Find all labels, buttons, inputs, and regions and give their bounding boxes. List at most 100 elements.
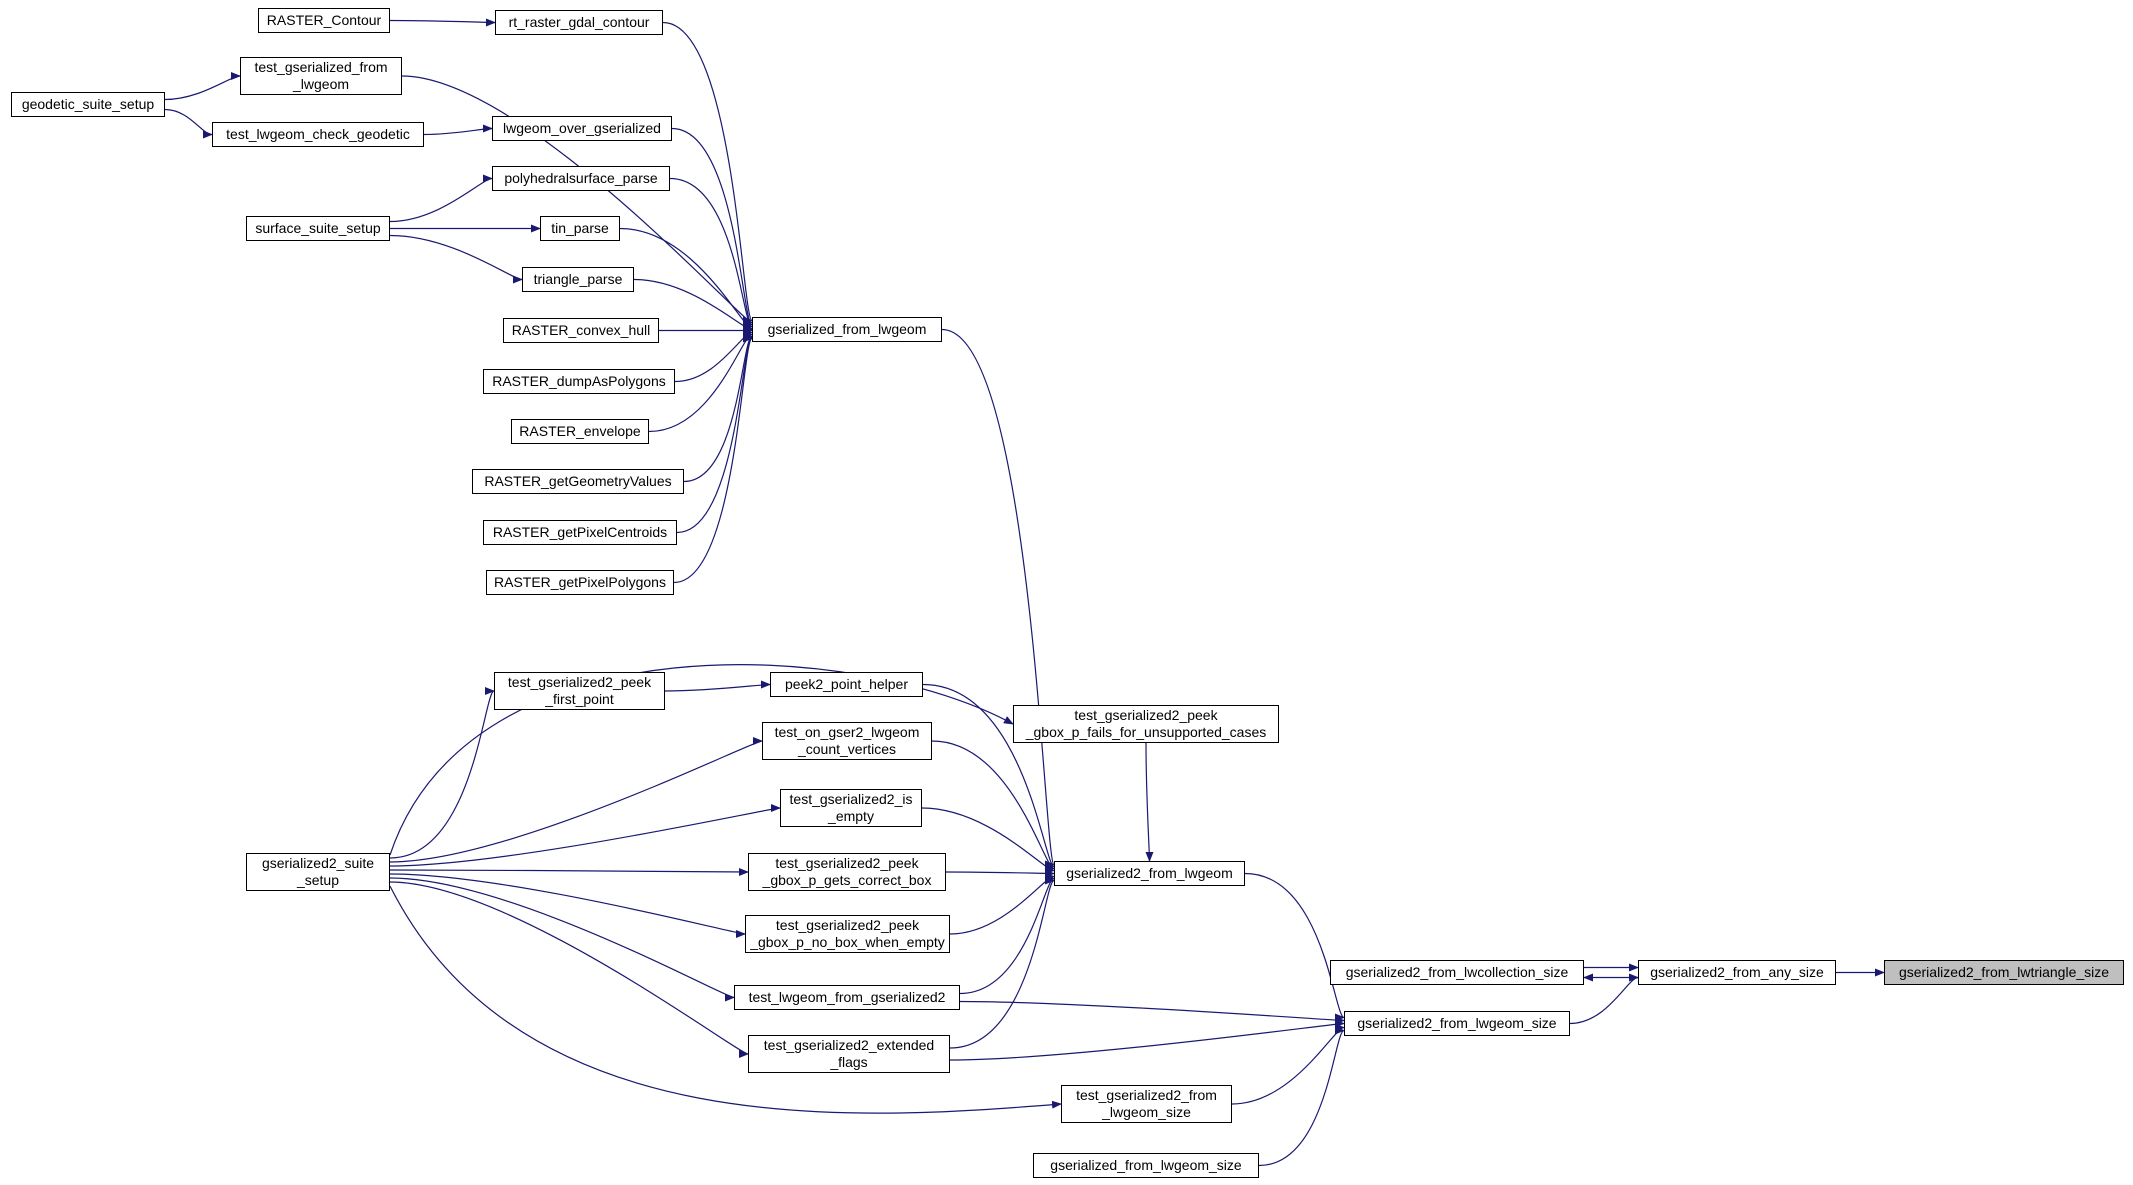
graph-node-label: triangle_parse — [533, 271, 623, 287]
graph-node-raster-convex-hull[interactable]: RASTER_convex_hull — [503, 318, 659, 343]
graph-node-raster-envelope[interactable]: RASTER_envelope — [511, 419, 649, 444]
graph-edge — [389, 885, 1062, 1114]
graph-node-raster-getpixelcentroids[interactable]: RASTER_getPixelCentroids — [483, 520, 677, 545]
graph-node-label: test_gserialized2_extended — [763, 1037, 935, 1053]
graph-node-label: rt_raster_gdal_contour — [508, 14, 650, 30]
graph-node-label: _count_vertices — [797, 741, 897, 757]
graph-node-raster-contour[interactable]: RASTER_Contour — [258, 8, 390, 33]
graph-edge — [389, 877, 735, 1002]
graph-edge — [389, 873, 746, 938]
graph-node-test-gserialized2-extended-flags[interactable]: test_gserialized2_extended_flags — [748, 1035, 950, 1073]
graph-node-test-gserialized2-from-lwgeom-size[interactable]: test_gserialized2_from_lwgeom_size — [1061, 1085, 1232, 1123]
graph-node-gserialized-from-lwgeom-size[interactable]: gserialized_from_lwgeom_size — [1033, 1153, 1259, 1178]
graph-edge — [949, 1019, 1345, 1061]
graph-node-gserialized2-from-lwcollection-size[interactable]: gserialized2_from_lwcollection_size — [1330, 960, 1584, 985]
graph-edge — [164, 72, 241, 101]
graph-node-test-lwgeom-check-geodetic[interactable]: test_lwgeom_check_geodetic — [212, 122, 424, 147]
graph-node-label: _setup — [296, 872, 340, 888]
graph-node-raster-getpixelpolygons[interactable]: RASTER_getPixelPolygons — [486, 570, 674, 595]
graph-node-lwgeom-over-gserialized[interactable]: lwgeom_over_gserialized — [492, 116, 672, 141]
graph-node-label: _gbox_p_gets_correct_box — [762, 872, 932, 888]
graph-edge — [959, 874, 1055, 995]
graph-node-label: polyhedralsurface_parse — [504, 170, 658, 186]
graph-node-raster-dumpaspolygons[interactable]: RASTER_dumpAsPolygons — [483, 369, 675, 394]
graph-edge — [922, 683, 1055, 871]
graph-edge — [673, 334, 753, 584]
graph-node-label: _lwgeom_size — [1102, 1104, 1191, 1120]
graph-node-gserialized2-from-lwgeom-size[interactable]: gserialized2_from_lwgeom_size — [1344, 1011, 1570, 1036]
graph-node-label: _gbox_p_no_box_when_empty — [750, 934, 945, 950]
graph-node-test-gserialized2-peek-gbox-p-no-box-when-empty[interactable]: test_gserialized2_peek_gbox_p_no_box_whe… — [745, 915, 950, 953]
graph-edge — [401, 75, 753, 327]
graph-edge — [389, 174, 493, 223]
graph-node-test-gserialized-from-lwgeom[interactable]: test_gserialized_from_lwgeom — [240, 57, 402, 95]
graph-node-label: gserialized2_from_lwgeom_size — [1357, 1015, 1557, 1031]
graph-node-label: _empty — [828, 808, 874, 824]
graph-node-polyhedralsurface-parse[interactable]: polyhedralsurface_parse — [492, 166, 670, 191]
graph-node-test-gserialized2-peek-gbox-p-gets-correct-box[interactable]: test_gserialized2_peek_gbox_p_gets_corre… — [748, 853, 946, 891]
graph-edge — [664, 680, 771, 692]
graph-node-label: tin_parse — [551, 220, 609, 236]
graph-node-label: RASTER_getPixelCentroids — [492, 524, 668, 540]
graph-node-label: RASTER_getPixelPolygons — [494, 574, 666, 590]
graph-edge — [941, 328, 1055, 869]
graph-edge — [1244, 872, 1345, 1022]
graph-node-label: gserialized2_from_lwgeom — [1066, 865, 1233, 881]
graph-edge — [389, 804, 781, 867]
graph-node-label: test_gserialized2_peek — [1074, 707, 1218, 723]
graph-node-test-gserialized2-is-empty[interactable]: test_gserialized2_is_empty — [780, 789, 922, 827]
graph-node-tin-parse[interactable]: tin_parse — [540, 216, 620, 241]
graph-edge — [1258, 1026, 1345, 1167]
graph-node-label: _gbox_p_fails_for_unsupported_cases — [1025, 724, 1267, 740]
graph-node-surface-suite-setup[interactable]: surface_suite_setup — [246, 216, 390, 241]
graph-edge — [164, 108, 213, 139]
graph-node-label: RASTER_convex_hull — [511, 322, 651, 338]
graph-node-label: surface_suite_setup — [255, 220, 381, 236]
graph-edge — [1145, 742, 1154, 862]
graph-node-geodetic-suite-setup[interactable]: geodetic_suite_setup — [11, 92, 165, 117]
graph-edge — [1569, 973, 1639, 1025]
graph-edge — [389, 18, 496, 27]
graph-node-triangle-parse[interactable]: triangle_parse — [522, 267, 634, 292]
graph-edge — [959, 1000, 1345, 1025]
graph-edge — [389, 737, 763, 863]
graph-node-label: geodetic_suite_setup — [21, 96, 155, 112]
graph-node-rt-raster-gdal-contour[interactable]: rt_raster_gdal_contour — [495, 10, 663, 35]
graph-node-label: test_on_gser2_lwgeom — [774, 724, 920, 740]
graph-edge — [619, 227, 753, 333]
graph-edge — [423, 124, 493, 136]
graph-edge — [674, 328, 753, 383]
graph-node-raster-getgeometryvalues[interactable]: RASTER_getGeometryValues — [472, 469, 684, 494]
graph-node-gserialized2-from-any-size[interactable]: gserialized2_from_any_size — [1638, 960, 1836, 985]
graph-edge — [662, 21, 753, 325]
graph-node-test-gserialized2-peek-gbox-p-fails-for-unsupported-cases[interactable]: test_gserialized2_peek_gbox_p_fails_for_… — [1013, 705, 1279, 743]
graph-node-label: _first_point — [545, 691, 614, 707]
graph-node-label: RASTER_Contour — [266, 12, 382, 28]
graph-edge — [949, 872, 1055, 935]
graph-node-test-gserialized2-peek-first-point[interactable]: test_gserialized2_peek_first_point — [494, 672, 665, 710]
graph-node-gserialized-from-lwgeom[interactable]: gserialized_from_lwgeom — [752, 317, 942, 342]
graph-node-gserialized2-from-lwgeom[interactable]: gserialized2_from_lwgeom — [1054, 861, 1245, 886]
graph-node-test-lwgeom-from-gserialized2[interactable]: test_lwgeom_from_gserialized2 — [734, 985, 960, 1010]
graph-edge — [389, 687, 495, 859]
graph-node-label: peek2_point_helper — [785, 676, 908, 692]
graph-node-label: test_gserialized2_peek — [507, 674, 652, 690]
graph-edge — [945, 869, 1055, 878]
graph-node-label: gserialized2_suite — [261, 855, 375, 871]
graph-edge — [683, 332, 753, 483]
graph-edge — [389, 234, 523, 284]
graph-node-label: test_lwgeom_check_geodetic — [226, 126, 410, 142]
graph-edge — [671, 127, 753, 329]
graph-node-label: gserialized2_from_lwcollection_size — [1345, 964, 1569, 980]
graph-node-label: test_lwgeom_from_gserialized2 — [748, 989, 946, 1005]
graph-edge — [389, 881, 749, 1058]
graph-edge — [669, 177, 753, 331]
graph-node-gserialized2-suite-setup[interactable]: gserialized2_suite_setup — [246, 853, 390, 891]
graph-node-label: test_gserialized2_from — [1076, 1087, 1217, 1103]
graph-node-test-on-gser2-lwgeom-count-vertices[interactable]: test_on_gser2_lwgeom_count_vertices — [762, 722, 932, 760]
graph-node-label: RASTER_dumpAsPolygons — [492, 373, 666, 389]
graph-edge — [931, 740, 1055, 873]
graph-node-peek2-point-helper[interactable]: peek2_point_helper — [770, 672, 923, 697]
